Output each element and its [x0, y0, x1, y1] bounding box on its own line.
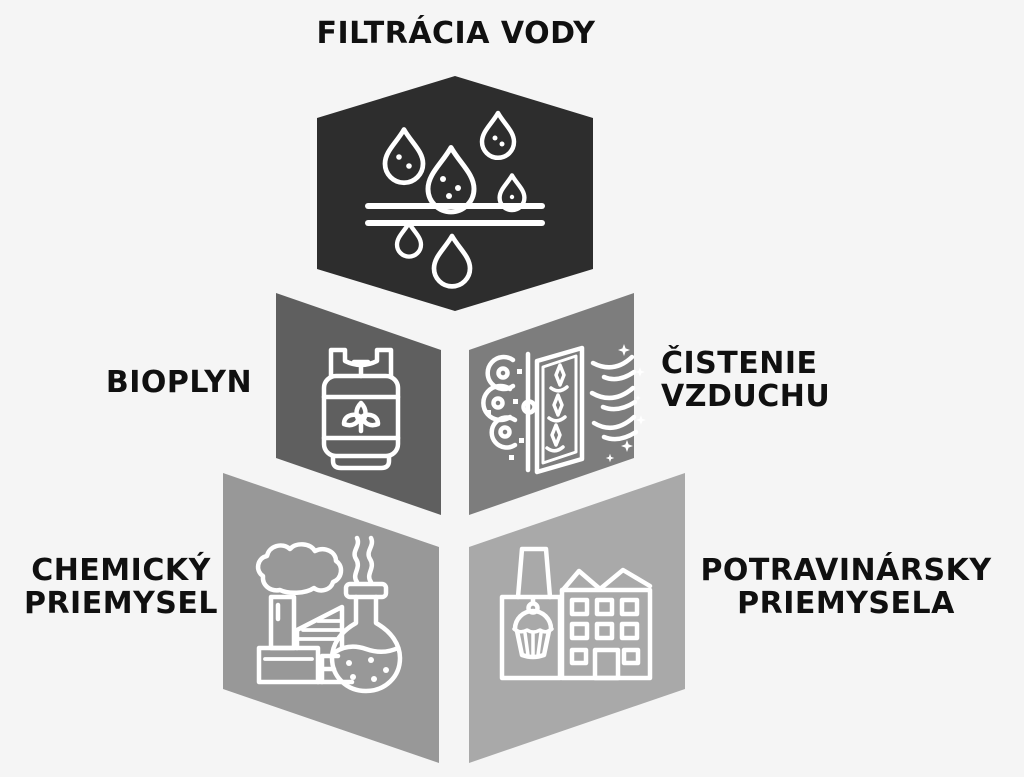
chemical-factory-flask-icon [255, 535, 403, 694]
label-biogas-text: BIOPLYN [105, 365, 253, 400]
label-chemical-industry: CHEMICKÝ PRIEMYSEL [23, 553, 219, 621]
label-biogas: BIOPLYN [29, 366, 329, 399]
water-drops-filter-icon [365, 113, 545, 286]
label-water-filtration-text: FILTRÁCIA VODY [316, 16, 596, 51]
air-purifier-door-icon [481, 344, 646, 475]
label-air-cleaning: ČISTENIE VZDUCHU [661, 346, 831, 414]
hexagon-water-filtration [317, 76, 593, 311]
food-factory-cupcake-icon [499, 546, 653, 681]
label-food-industry: POTRAVINÁRSKY PRIEMYSELA [700, 553, 992, 621]
biogas-tank-icon [321, 347, 401, 471]
label-water-filtration: FILTRÁCIA VODY [200, 17, 712, 50]
panel-food-industry [469, 473, 685, 763]
